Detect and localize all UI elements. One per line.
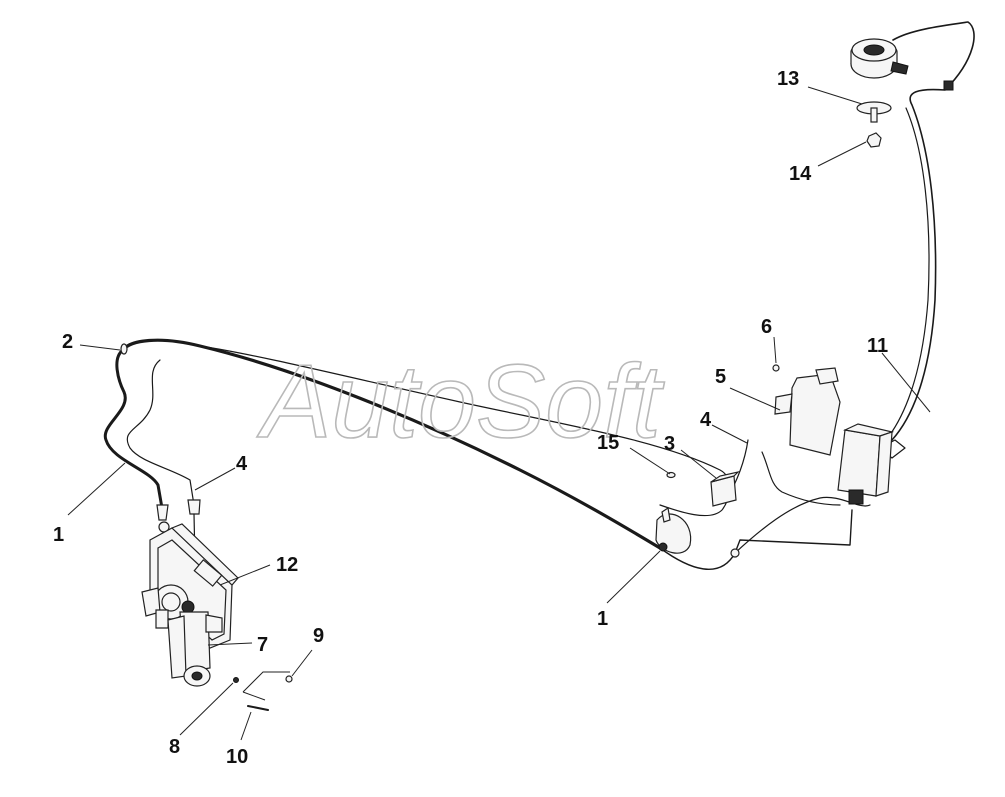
callout-labels: 2 1 4 12 7 9 8 10 1 15 3 4 5 6 11 13 14 <box>53 68 888 768</box>
watermark-text: AutoSoft <box>256 344 665 460</box>
callout-15: 15 <box>597 432 619 454</box>
leader-lines <box>67 86 931 741</box>
control-box <box>837 423 895 505</box>
callout-6: 6 <box>761 316 772 338</box>
main-harness-cable <box>103 338 871 570</box>
beacon-lamp <box>850 38 954 123</box>
harness-lamp <box>655 506 740 558</box>
grommet <box>120 343 128 355</box>
callout-13: 13 <box>777 68 799 90</box>
callout-12: 12 <box>276 554 298 576</box>
callout-8: 8 <box>169 736 180 758</box>
callout-10: 10 <box>226 746 248 768</box>
callout-4-right: 4 <box>700 409 712 431</box>
fastener-kit <box>233 671 293 711</box>
beacon-cable <box>879 21 975 459</box>
callout-9: 9 <box>313 625 324 647</box>
callout-5: 5 <box>715 366 726 388</box>
callout-4-left: 4 <box>236 453 248 475</box>
nut <box>866 132 882 148</box>
callout-7: 7 <box>257 634 268 656</box>
callout-11: 11 <box>867 335 888 357</box>
callout-14: 14 <box>789 163 812 185</box>
callout-2: 2 <box>62 331 73 353</box>
pump-motor-assembly <box>141 523 239 687</box>
callout-1-right: 1 <box>597 608 608 630</box>
callout-1-left: 1 <box>53 524 64 546</box>
relay-block <box>710 470 740 507</box>
mounting-bracket <box>772 364 841 456</box>
callout-3: 3 <box>664 433 675 455</box>
